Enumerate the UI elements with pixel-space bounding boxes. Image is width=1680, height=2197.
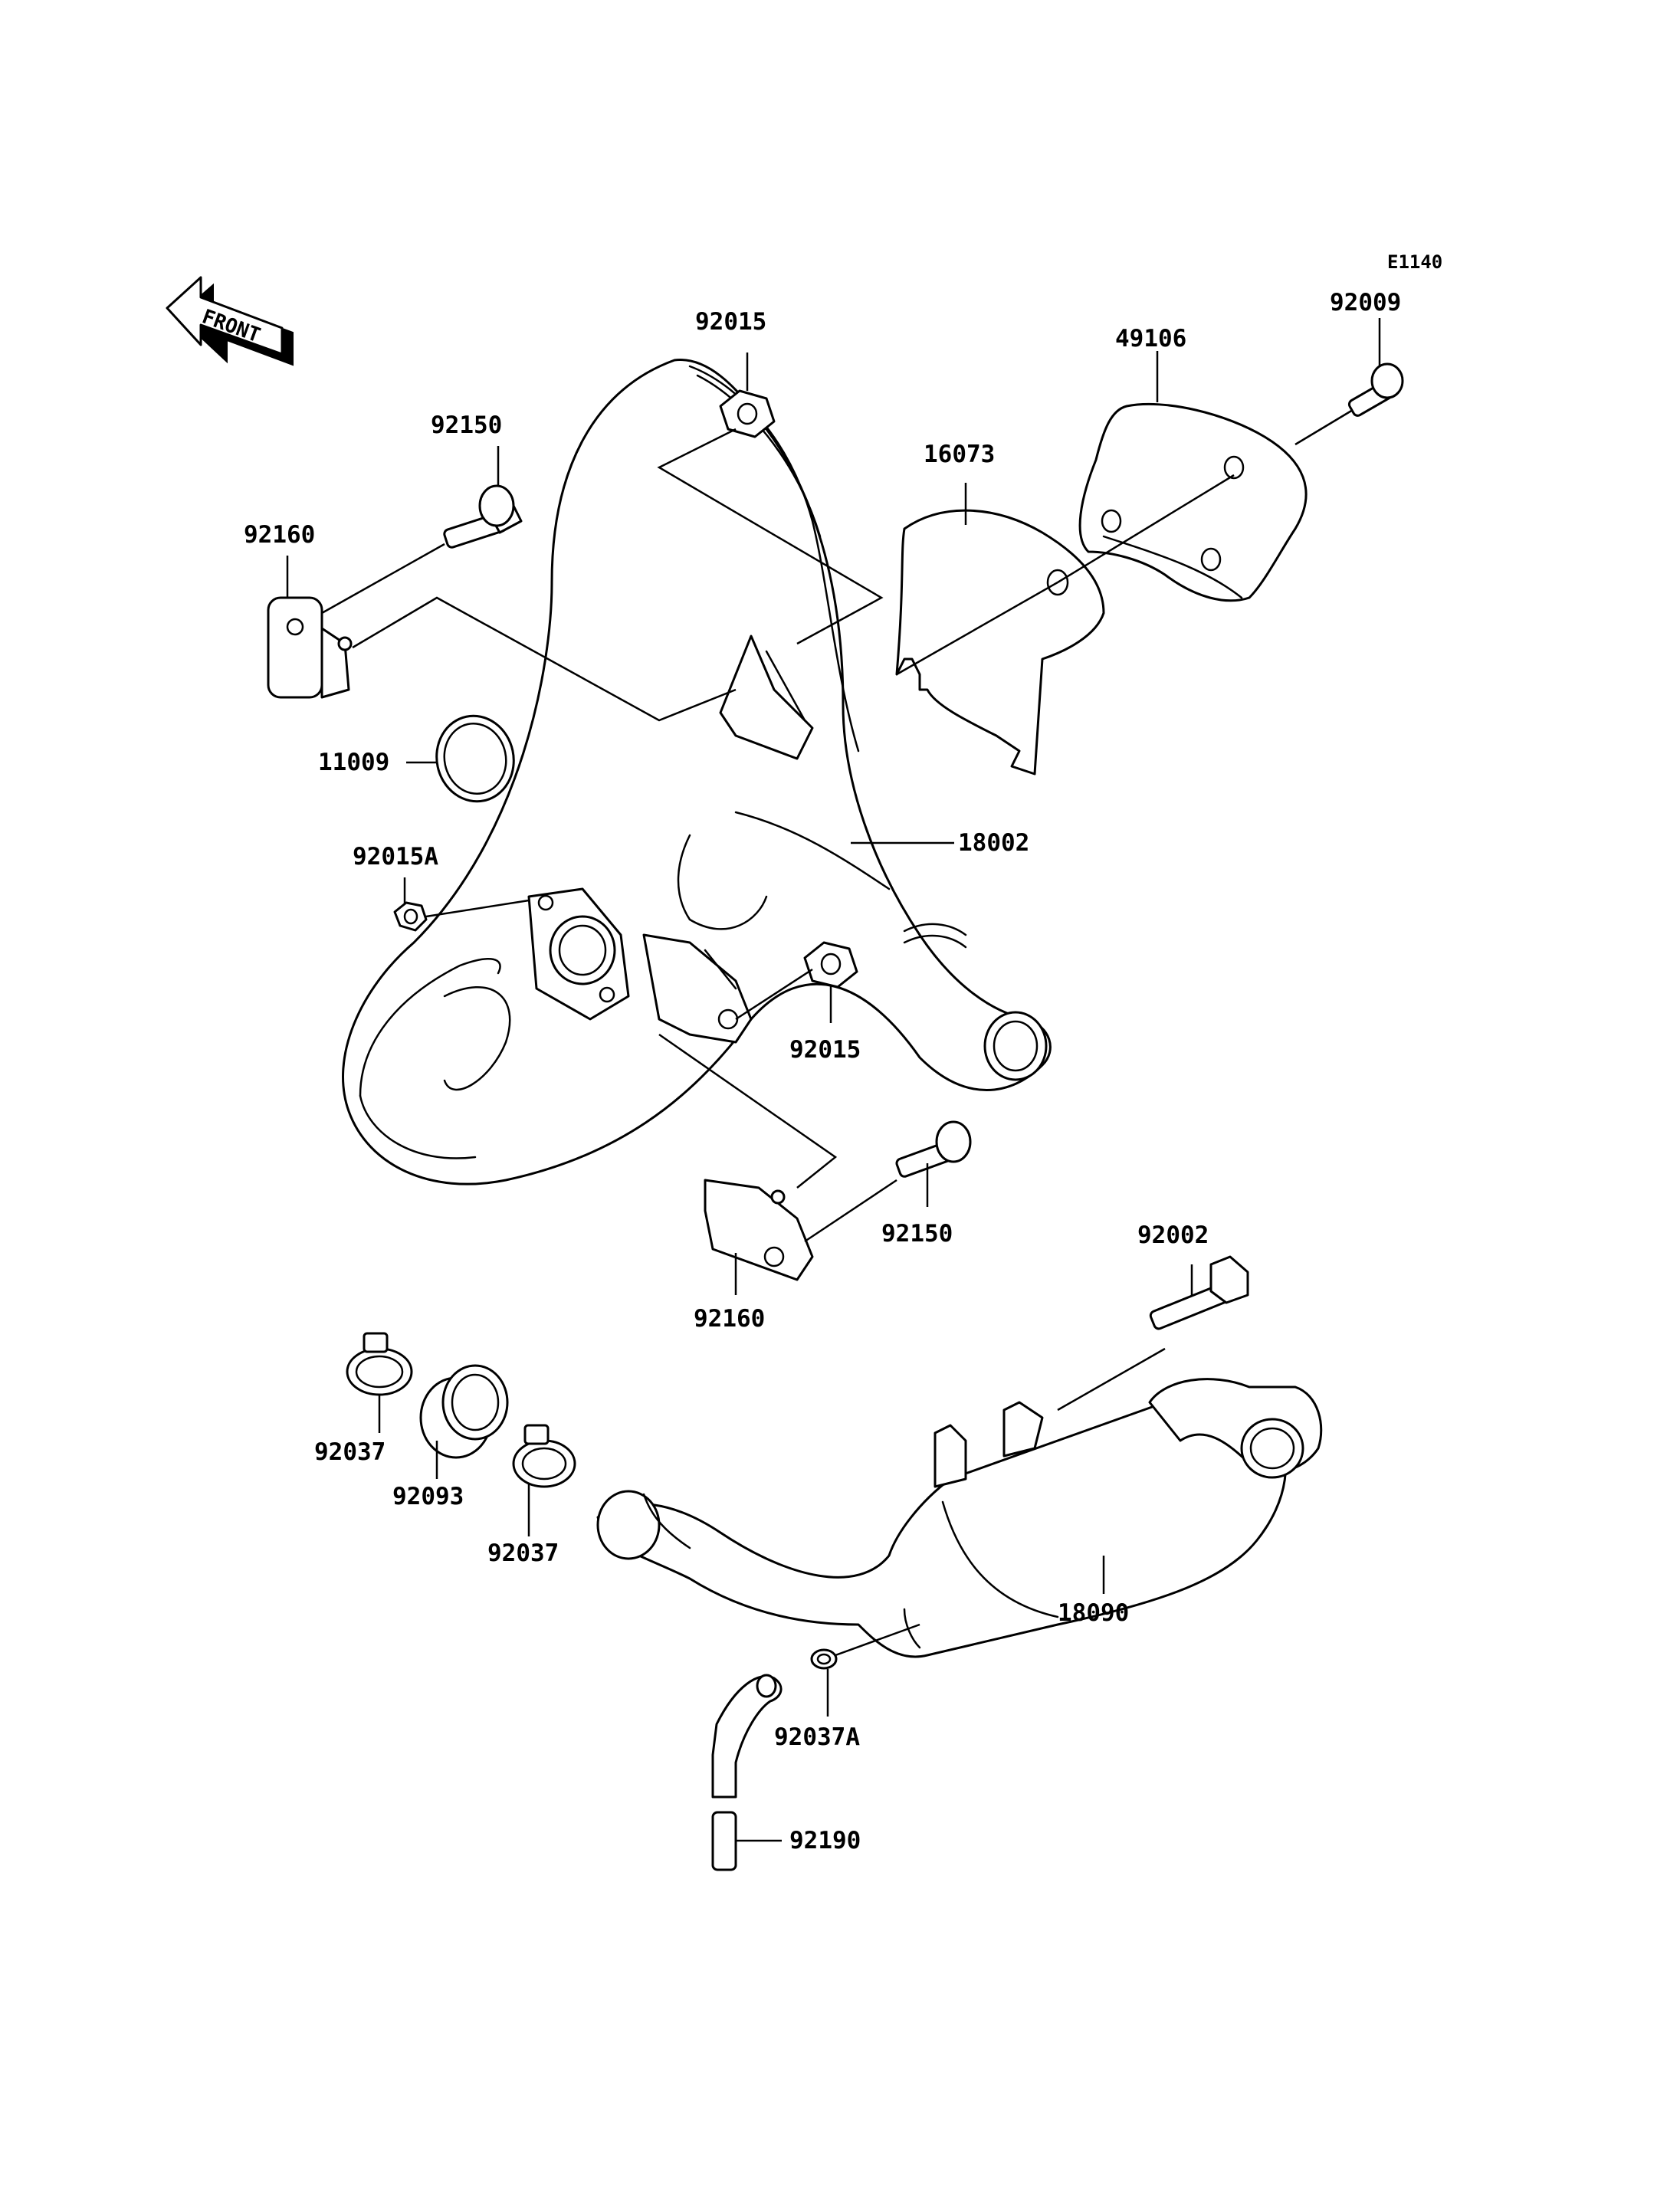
nut-92015-mid xyxy=(803,941,858,989)
part-label-92009: 92009 xyxy=(1330,289,1402,316)
nut-92015-top xyxy=(719,389,776,438)
exhaust-chamber-18002 xyxy=(342,359,1052,1185)
bolt-92009 xyxy=(1347,362,1404,417)
part-label-49106: 49106 xyxy=(1115,325,1187,353)
part-label-16073: 16073 xyxy=(924,441,996,468)
front-arrow-icon: FRONT xyxy=(166,276,294,366)
part-label-18090: 18090 xyxy=(1058,1599,1130,1627)
bolt-92150-mid xyxy=(895,1120,972,1178)
part-label-92160-top: 92160 xyxy=(244,521,316,549)
part-label-92037A: 92037A xyxy=(774,1723,860,1751)
bolt-92150-top xyxy=(443,484,523,549)
part-label-92150-top: 92150 xyxy=(431,412,503,439)
diagram-code: E1140 xyxy=(1387,251,1443,273)
damper-92160-mid xyxy=(704,1179,814,1281)
nut-92015A xyxy=(393,901,428,932)
clamp-92037-left xyxy=(346,1332,413,1396)
heat-shield-49106 xyxy=(1078,402,1308,602)
clamp-92037A xyxy=(810,1648,838,1670)
part-label-92160-mid: 92160 xyxy=(694,1305,766,1333)
part-label-92002: 92002 xyxy=(1137,1221,1209,1249)
part-label-18002: 18002 xyxy=(958,829,1030,857)
part-label-92093: 92093 xyxy=(392,1483,464,1510)
hose-92093 xyxy=(419,1364,509,1459)
part-label-92037-right: 92037 xyxy=(487,1540,559,1567)
part-label-92015-top: 92015 xyxy=(695,308,767,336)
part-label-92190: 92190 xyxy=(789,1827,861,1854)
damper-92160-top xyxy=(267,596,353,699)
part-label-11009: 11009 xyxy=(318,749,390,776)
muffler-18090 xyxy=(596,1378,1323,1658)
part-label-92015-mid: 92015 xyxy=(789,1036,861,1064)
gasket-11009 xyxy=(435,714,515,803)
clamp-92037-right xyxy=(512,1424,576,1488)
part-label-92015A: 92015A xyxy=(353,843,438,871)
part-label-92150-mid: 92150 xyxy=(881,1220,953,1248)
heat-shield-16073 xyxy=(895,509,1105,776)
bolt-92002 xyxy=(1149,1255,1249,1330)
part-label-92037-left: 92037 xyxy=(314,1438,386,1466)
leader-lines xyxy=(286,318,1381,1842)
hose-92190 xyxy=(711,1674,783,1871)
